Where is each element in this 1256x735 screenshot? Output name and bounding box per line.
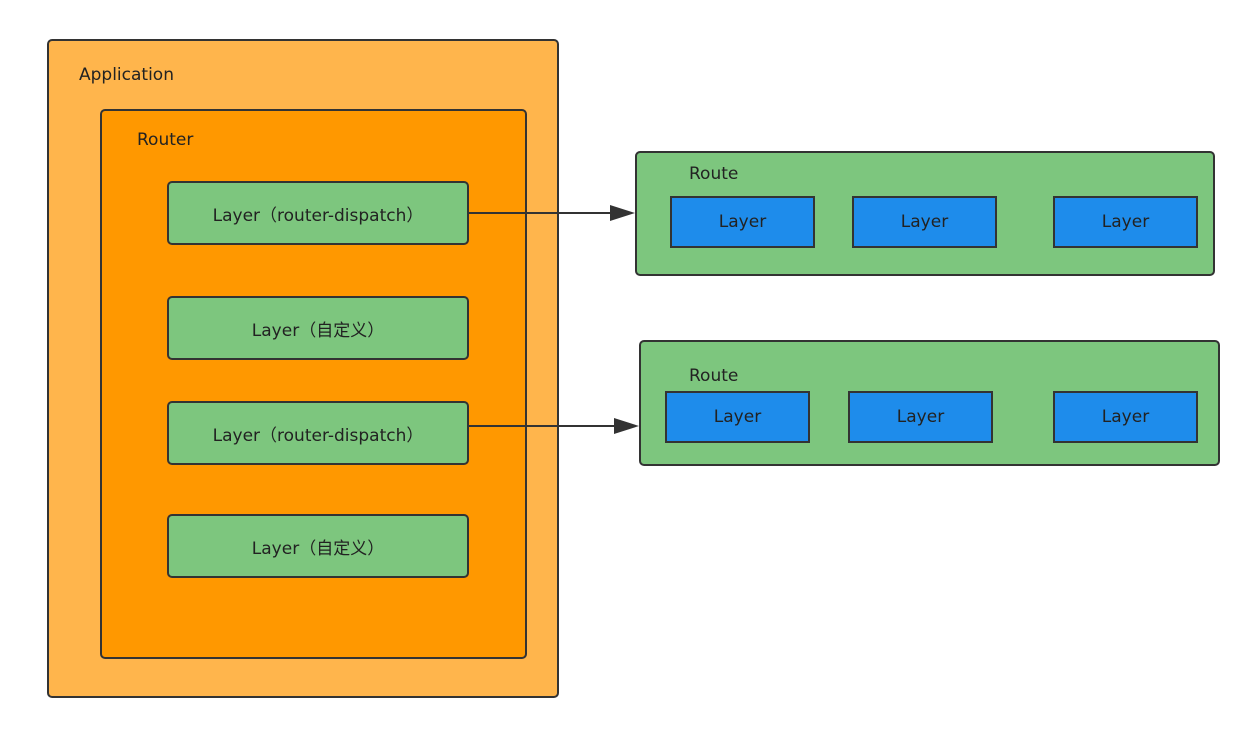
router-layer-label: Layer（router-dispatch） [212,205,424,226]
route-layer-label: Layer [900,212,949,232]
route-layer-label: Layer [1101,407,1150,427]
route-layer: Layer [670,196,815,248]
route-box-2: Route Layer Layer Layer [639,340,1220,466]
route-label: Route [689,164,739,184]
route-box-1: Route Layer Layer Layer [635,151,1215,276]
route-layer-label: Layer [713,407,762,427]
route-layer-label: Layer [1101,212,1150,232]
route-layer: Layer [852,196,997,248]
router-layer-dispatch-1: Layer（router-dispatch） [167,181,469,245]
route-layer: Layer [665,391,810,443]
route-layer-label: Layer [896,407,945,427]
arrow-head-1 [610,205,635,221]
router-layer-label: Layer（router-dispatch） [212,425,424,446]
router-layer-label: Layer（自定义） [251,320,385,341]
arrow-head-2 [614,418,639,434]
application-label: Application [79,65,174,85]
route-layer: Layer [1053,391,1198,443]
router-layer-custom-2: Layer（自定义） [167,514,469,578]
route-label: Route [689,366,739,386]
router-layer-dispatch-2: Layer（router-dispatch） [167,401,469,465]
route-layer-label: Layer [718,212,767,232]
route-layer: Layer [848,391,993,443]
router-layer-custom-1: Layer（自定义） [167,296,469,360]
router-label: Router [137,130,194,150]
router-layer-label: Layer（自定义） [251,538,385,559]
route-layer: Layer [1053,196,1198,248]
